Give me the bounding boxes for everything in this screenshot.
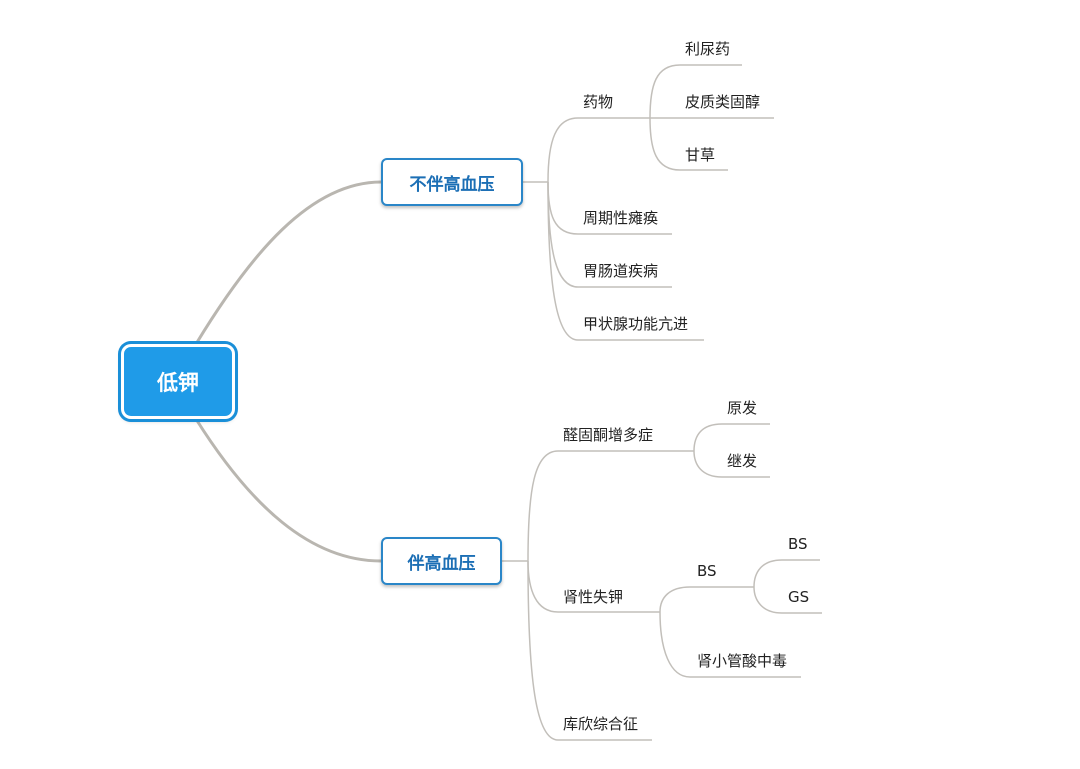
connector-root-to-no-hypertension [194, 180, 382, 345]
leaf-corticosteroid[interactable]: 皮质类固醇 [685, 93, 761, 111]
connector-aldosteronism [527, 450, 694, 562]
node-hypertension[interactable]: 伴高血压 [381, 537, 502, 585]
leaf-drugs[interactable]: 药物 [583, 93, 614, 111]
leaf-bs[interactable]: BS [697, 562, 717, 580]
connector-diuretic [649, 64, 742, 119]
connector-licorice [649, 117, 728, 171]
root-node[interactable]: 低钾 [121, 344, 235, 419]
connector-bs-sub [753, 559, 820, 588]
connector-gs [753, 586, 822, 614]
connector-secondary [693, 450, 770, 478]
leaf-bs-sub[interactable]: BS [788, 535, 808, 553]
connector-drugs [547, 117, 650, 183]
leaf-gs[interactable]: GS [788, 588, 810, 606]
connector-primary [693, 423, 770, 452]
node-no-hypertension[interactable]: 不伴高血压 [381, 158, 523, 206]
leaf-periodic-paralysis[interactable]: 周期性瘫痪 [583, 209, 659, 227]
leaf-cushing[interactable]: 库欣综合征 [563, 715, 639, 733]
leaf-renal-potassium-loss[interactable]: 肾性失钾 [563, 588, 624, 606]
main-branches [194, 180, 382, 563]
connector-bs [659, 586, 754, 613]
leaf-secondary[interactable]: 继发 [727, 452, 758, 470]
leaf-diuretic[interactable]: 利尿药 [685, 40, 731, 58]
leaf-aldosteronism[interactable]: 醛固酮增多症 [563, 426, 654, 444]
node-no-hypertension-label: 不伴高血压 [409, 174, 495, 195]
sub-branches [502, 64, 822, 741]
leaf-hyperthyroidism[interactable]: 甲状腺功能亢进 [583, 315, 689, 333]
connector-thyroid [547, 181, 704, 341]
leaf-rta[interactable]: 肾小管酸中毒 [697, 652, 788, 670]
connector-root-to-hypertension [194, 418, 382, 563]
leaf-primary[interactable]: 原发 [727, 399, 758, 417]
connector-cushing [527, 560, 652, 741]
node-hypertension-label: 伴高血压 [407, 553, 476, 574]
root-label: 低钾 [157, 370, 199, 395]
leaf-gi-disease[interactable]: 胃肠道疾病 [583, 262, 659, 280]
leaf-licorice[interactable]: 甘草 [685, 146, 716, 164]
connector-rta [659, 611, 801, 678]
